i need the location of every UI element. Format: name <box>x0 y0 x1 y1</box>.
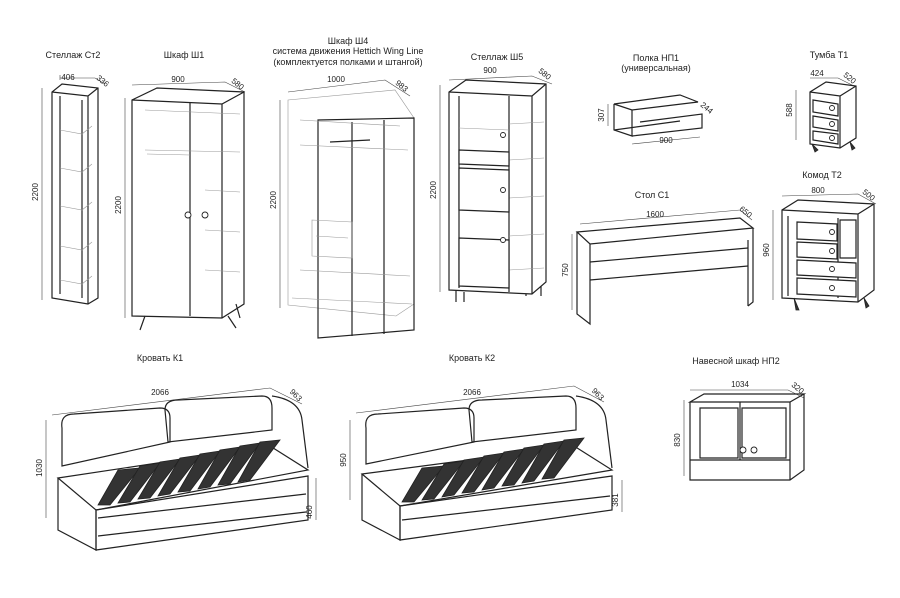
dim-bed-k2-width: 2066 <box>463 388 481 397</box>
item-bed-k1: Кровать К1 2066 963 1030 460 <box>35 353 317 551</box>
dim-bed-k1-height: 1030 <box>35 459 44 477</box>
dim-t1-depth: 520 <box>842 70 858 86</box>
title-np2: Навесной шкаф НП2 <box>692 356 779 366</box>
dim-k2-height: 960 <box>762 243 771 257</box>
dim-bed-k1-width: 2066 <box>151 388 169 397</box>
dim-np2-height: 830 <box>673 433 682 447</box>
subtitle-sh4-line2: (комплектуется полками и штангой) <box>273 57 422 67</box>
dim-st2-height: 2200 <box>31 183 40 201</box>
dim-bed-k2-height: 950 <box>339 453 348 467</box>
title-st2: Стеллаж Ст2 <box>46 50 101 60</box>
item-bed-k2: Кровать К2 2066 963 950 381 <box>339 353 623 541</box>
dim-sh4-height: 2200 <box>269 191 278 209</box>
item-wardrobe-sh1: Шкаф Ш1 900 580 2200 <box>114 50 246 331</box>
title-t1: Тумба Т1 <box>810 50 848 60</box>
dim-t1-height: 588 <box>785 103 794 117</box>
dim-np1-height: 307 <box>597 108 606 122</box>
dim-k2-depth: 500 <box>861 187 877 203</box>
dim-sh1-width: 900 <box>171 75 185 84</box>
item-wall-cabinet-np2: Навесной шкаф НП2 1034 320 830 <box>673 356 807 481</box>
dim-s1-height: 750 <box>561 263 570 277</box>
item-desk-s1: Стол С1 1600 650 750 <box>561 190 755 326</box>
dim-bed-k1-drawer: 460 <box>305 505 314 519</box>
dim-t1-width: 424 <box>810 69 824 78</box>
dim-np2-width: 1034 <box>731 380 749 389</box>
dim-sh1-depth: 580 <box>230 76 246 92</box>
dim-sh4-width: 1000 <box>327 75 345 84</box>
item-chest-k2: Комод Т2 800 500 960 <box>762 170 877 311</box>
dim-sh5-width: 900 <box>483 66 497 75</box>
title-s1: Стол С1 <box>635 190 670 200</box>
title-sh1: Шкаф Ш1 <box>164 50 205 60</box>
title-np1: Полка НП1 <box>633 53 679 63</box>
bed-k2-slats <box>401 437 585 503</box>
subtitle-sh4-line1: система движения Hettich Wing Line <box>273 46 424 56</box>
item-wardrobe-sh4: Шкаф Ш4 система движения Hettich Wing Li… <box>269 36 424 339</box>
dim-st2-depth: 336 <box>95 73 111 89</box>
title-sh4: Шкаф Ш4 <box>328 36 369 46</box>
dim-np1-width: 900 <box>659 136 673 145</box>
bed-k1-slats <box>97 439 281 506</box>
title-sh5: Стеллаж Ш5 <box>471 52 524 62</box>
subtitle-np1: (универсальная) <box>621 63 690 73</box>
dim-bed-k2-drawer: 381 <box>611 493 620 507</box>
dim-sh5-depth: 580 <box>537 66 553 82</box>
item-shelf-sh5: Стеллаж Ш5 900 580 2200 <box>429 52 553 302</box>
title-bed-k1: Кровать К1 <box>137 353 183 363</box>
title-k2: Комод Т2 <box>802 170 842 180</box>
item-shelf-st2: Стеллаж Ст2 406 336 2200 <box>31 50 111 305</box>
dim-k2-width: 800 <box>811 186 825 195</box>
item-shelf-np1: Полка НП1 (универсальная) 307 244 900 <box>597 53 715 145</box>
title-bed-k2: Кровать К2 <box>449 353 495 363</box>
dim-st2-width: 406 <box>61 73 75 82</box>
dim-s1-width: 1600 <box>646 210 664 219</box>
dim-sh1-height: 2200 <box>114 196 123 214</box>
item-pedestal-t1: Тумба Т1 424 520 588 <box>785 50 858 153</box>
dim-sh5-height: 2200 <box>429 181 438 199</box>
